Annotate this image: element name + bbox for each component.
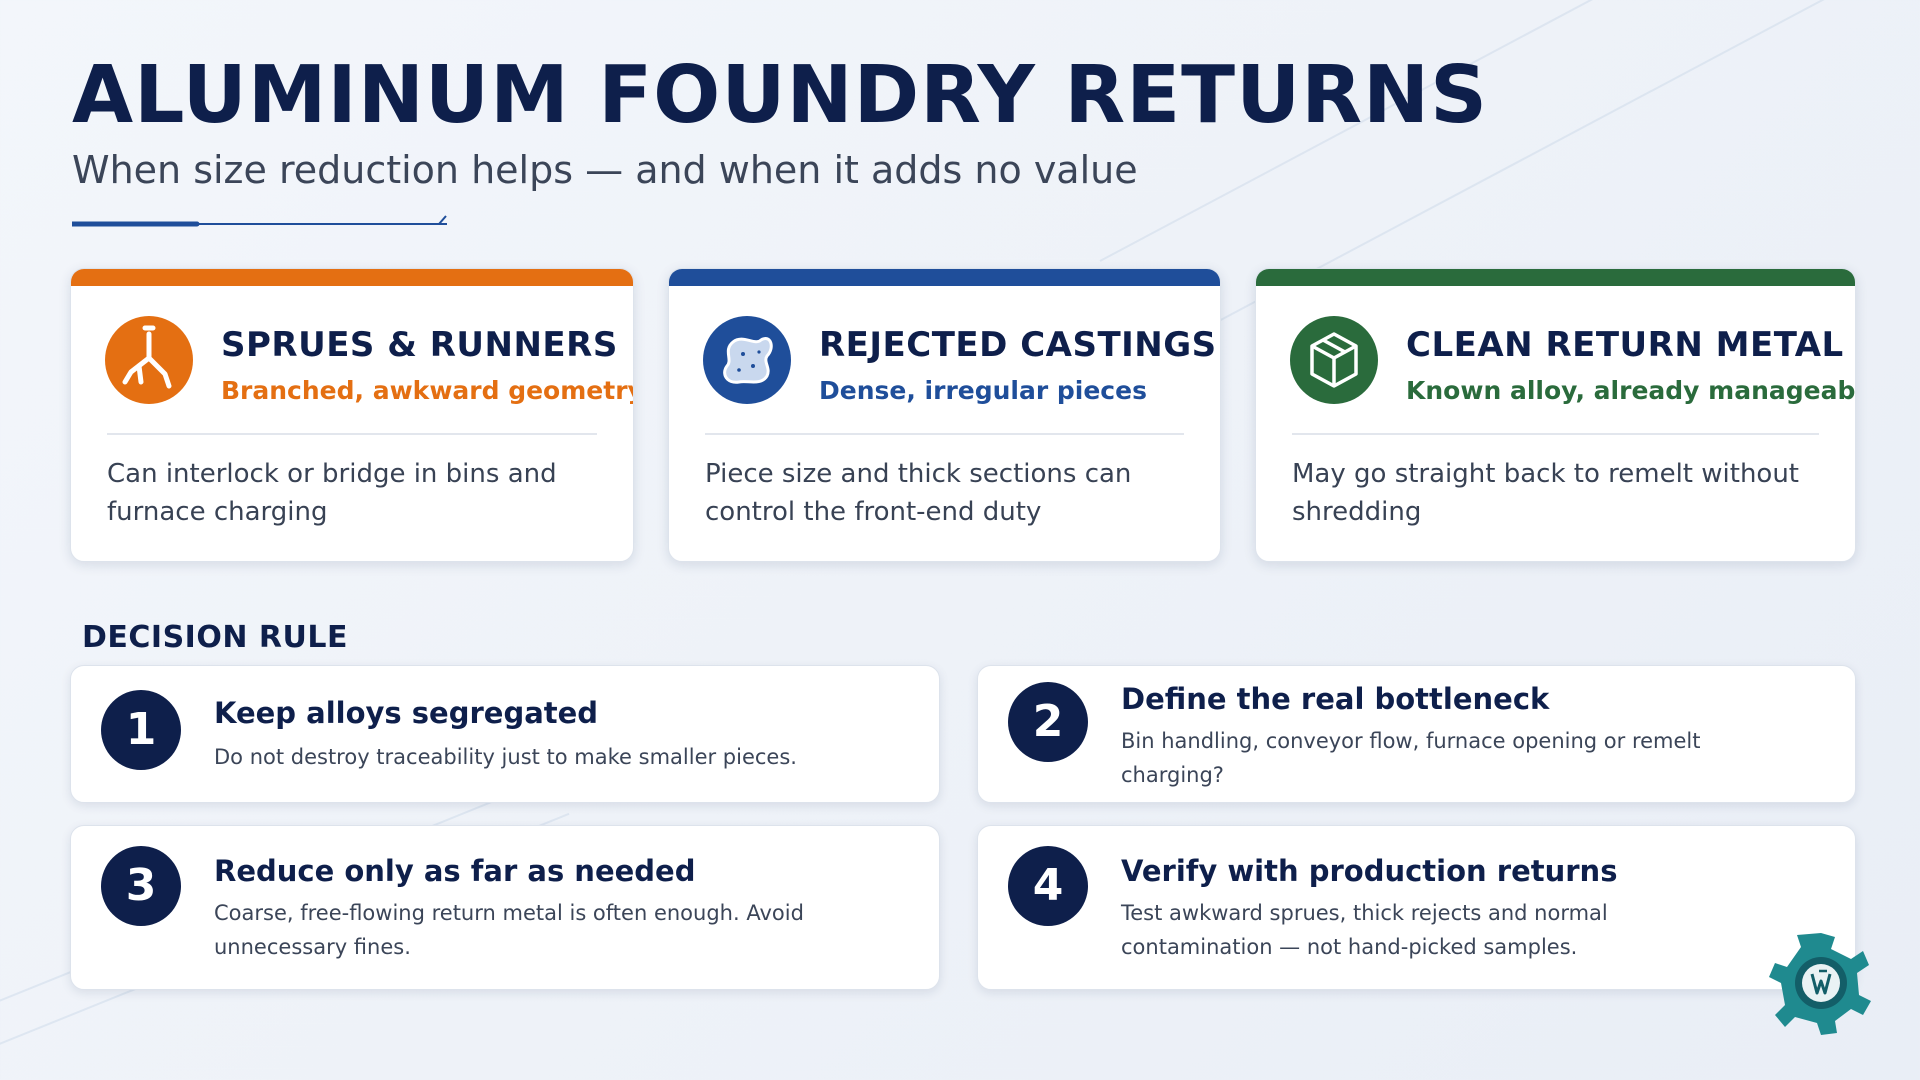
rule-number-badge: 1 (101, 690, 181, 770)
card-accent-bar (669, 269, 1220, 286)
ingot-cube-icon (1290, 316, 1378, 404)
rule-title: Reduce only as far as needed (214, 854, 696, 888)
decision-rule-heading: DECISION RULE (82, 620, 348, 655)
card-title: REJECTED CASTINGS (819, 325, 1217, 365)
rule-description: Test awkward sprues, thick rejects and n… (1121, 901, 1608, 959)
rule-title: Define the real bottleneck (1121, 682, 1550, 716)
shredder-logo-icon (1764, 926, 1878, 1040)
casting-blob-icon (703, 316, 791, 404)
category-card-clean-return: CLEAN RETURN METAL Known alloy, already … (1255, 268, 1856, 562)
page-title: ALUMINUM FOUNDRY RETURNS (72, 49, 1489, 141)
rule-number-badge: 2 (1008, 682, 1088, 762)
card-body: May go straight back to remelt without s… (1292, 459, 1799, 527)
card-divider (107, 433, 597, 435)
card-divider (1292, 433, 1819, 435)
card-body: Can interlock or bridge in bins and furn… (107, 459, 557, 527)
title-underline (72, 215, 447, 227)
card-body: Piece size and thick sections can contro… (705, 459, 1132, 527)
rule-description: Bin handling, conveyor flow, furnace ope… (1121, 729, 1701, 787)
card-divider (705, 433, 1184, 435)
decision-rule-item: 4 Verify with production returns Test aw… (977, 825, 1856, 990)
card-accent-bar (71, 269, 633, 286)
decision-rule-item: 3 Reduce only as far as needed Coarse, f… (70, 825, 940, 990)
rule-description: Do not destroy traceability just to make… (214, 745, 797, 769)
rule-description: Coarse, free-flowing return metal is oft… (214, 901, 804, 959)
card-subtitle: Branched, awkward geometry (221, 376, 634, 405)
page-subtitle: When size reduction helps — and when it … (72, 148, 1138, 192)
rule-number-badge: 4 (1008, 846, 1088, 926)
branch-sprue-icon (105, 316, 193, 404)
decision-rule-item: 1 Keep alloys segregated Do not destroy … (70, 665, 940, 803)
card-subtitle: Known alloy, already manageable (1406, 376, 1856, 405)
rule-title: Keep alloys segregated (214, 696, 599, 730)
card-title: CLEAN RETURN METAL (1406, 325, 1844, 365)
rule-number-badge: 3 (101, 846, 181, 926)
card-accent-bar (1256, 269, 1855, 286)
category-card-rejected-castings: REJECTED CASTINGS Dense, irregular piece… (668, 268, 1221, 562)
decision-rule-item: 2 Define the real bottleneck Bin handlin… (977, 665, 1856, 803)
rule-title: Verify with production returns (1121, 854, 1618, 888)
card-subtitle: Dense, irregular pieces (819, 376, 1147, 405)
card-title: SPRUES & RUNNERS (221, 325, 618, 365)
category-card-sprues: SPRUES & RUNNERS Branched, awkward geome… (70, 268, 634, 562)
